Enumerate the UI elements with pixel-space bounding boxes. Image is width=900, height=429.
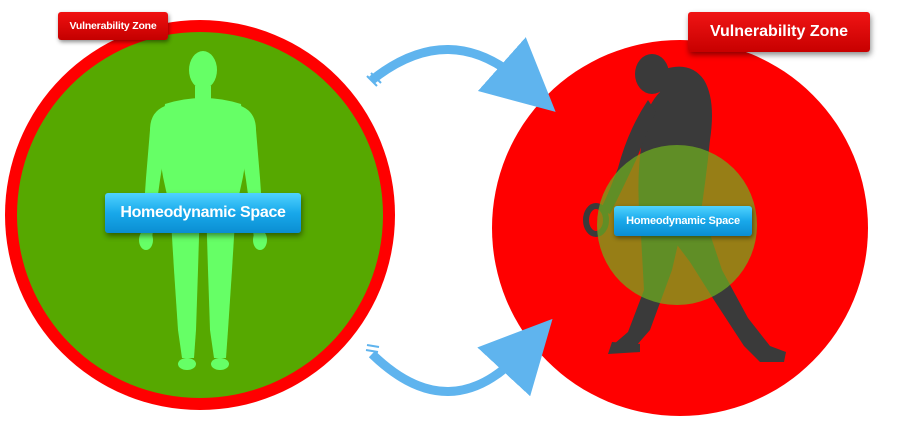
bottom-transition-arrow	[365, 318, 553, 397]
top-transition-arrow	[366, 37, 556, 112]
left-homeodynamic-space-label: Homeodynamic Space	[105, 193, 301, 233]
right-homeodynamic-space-label: Homeodynamic Space	[614, 206, 752, 236]
left-vulnerability-zone-label: Vulnerability Zone	[58, 12, 168, 40]
right-vulnerability-zone-label: Vulnerability Zone	[688, 12, 870, 52]
